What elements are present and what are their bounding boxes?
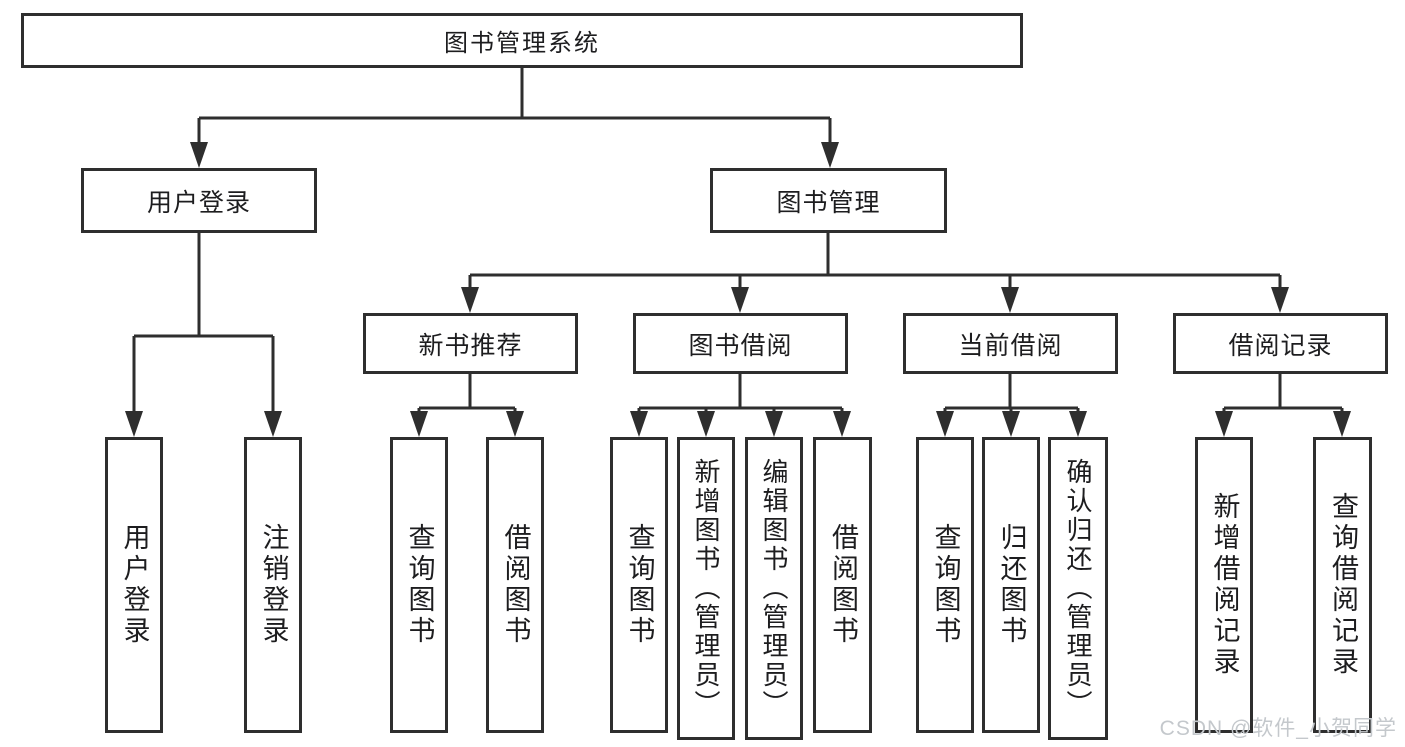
node-current-borrowing: 当前借阅 xyxy=(903,313,1118,374)
leaf-edit-books-admin: 编辑图书（管理员） xyxy=(745,437,803,740)
leaf-label: 查询图书 xyxy=(624,523,655,647)
leaf-logout: 注销登录 xyxy=(244,437,302,733)
node-label: 图书管理 xyxy=(776,188,881,217)
leaf-borrow-books-newbook: 借阅图书 xyxy=(486,437,544,733)
leaf-confirm-return-admin: 确认归还（管理员） xyxy=(1048,437,1108,740)
leaf-add-borrow-record: 新增借阅记录 xyxy=(1195,437,1253,733)
leaf-return-books: 归还图书 xyxy=(982,437,1040,733)
csdn-watermark: CSDN @软件_小贺同学 xyxy=(1159,717,1397,740)
leaf-label: 确认归还（管理员） xyxy=(1063,458,1093,719)
leaf-query-books-borrow: 查询图书 xyxy=(610,437,668,733)
node-label: 图书借阅 xyxy=(688,331,793,360)
node-library-management-system: 图书管理系统 xyxy=(21,13,1023,68)
leaf-label: 查询图书 xyxy=(404,523,435,647)
leaf-label: 编辑图书（管理员） xyxy=(759,458,789,719)
node-label: 当前借阅 xyxy=(958,331,1063,360)
leaf-label: 查询图书 xyxy=(930,523,961,647)
leaf-label: 借阅图书 xyxy=(828,523,858,647)
leaf-label: 查询借阅记录 xyxy=(1328,492,1358,678)
leaf-user-login: 用户登录 xyxy=(105,437,163,733)
node-label: 新书推荐 xyxy=(418,331,523,360)
leaf-label: 注销登录 xyxy=(258,523,289,647)
node-label: 借阅记录 xyxy=(1228,331,1333,360)
leaf-query-borrow-record: 查询借阅记录 xyxy=(1313,437,1372,733)
node-book-borrowing: 图书借阅 xyxy=(633,313,848,374)
leaf-borrow-books: 借阅图书 xyxy=(813,437,872,733)
node-borrowing-records: 借阅记录 xyxy=(1173,313,1388,374)
node-book-management: 图书管理 xyxy=(710,168,947,233)
leaf-query-books-current: 查询图书 xyxy=(916,437,974,733)
node-user-login: 用户登录 xyxy=(81,168,317,233)
leaf-query-books-newbook: 查询图书 xyxy=(390,437,448,733)
leaf-label: 新增借阅记录 xyxy=(1209,492,1240,678)
node-new-book-recommendation: 新书推荐 xyxy=(363,313,578,374)
leaf-label: 用户登录 xyxy=(119,523,150,647)
node-label: 用户登录 xyxy=(146,188,251,217)
leaf-label: 新增图书（管理员） xyxy=(691,458,721,719)
node-label: 图书管理系统 xyxy=(444,30,600,57)
leaf-add-books-admin: 新增图书（管理员） xyxy=(677,437,735,740)
leaf-label: 归还图书 xyxy=(996,523,1027,647)
leaf-label: 借阅图书 xyxy=(500,523,531,647)
